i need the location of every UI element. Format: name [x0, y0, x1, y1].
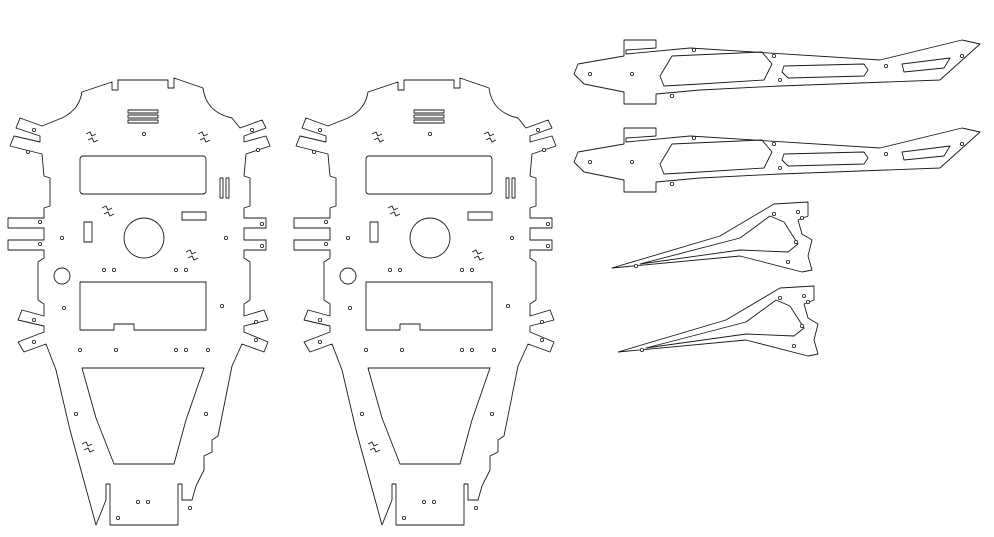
- frame-plate-right: [293, 77, 557, 526]
- tail-brace-1: [611, 201, 813, 273]
- side-arm-2: [573, 127, 981, 193]
- frame-plate-left: [7, 77, 271, 526]
- tail-brace-2: [617, 285, 819, 357]
- side-arm-1: [573, 39, 981, 105]
